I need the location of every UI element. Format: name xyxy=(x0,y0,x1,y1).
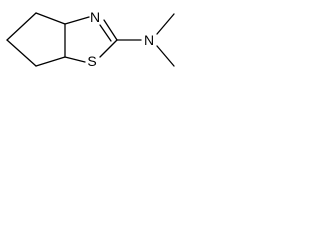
bond-s1-c6a xyxy=(64,56,86,63)
bond-n-methyl-upper xyxy=(156,13,175,35)
amine-nitrogen-label: N xyxy=(144,32,154,48)
ring-nitrogen-label: N xyxy=(90,9,100,25)
molecule-canvas: N S N xyxy=(0,0,190,81)
bond-n-methyl-lower xyxy=(156,45,175,67)
bond-n3-c2-double-inner xyxy=(99,24,112,42)
bond-c6-c6a xyxy=(35,56,66,67)
bond-c3a-n3 xyxy=(64,16,90,25)
structure-drawing: N S N xyxy=(6,9,175,69)
bond-c2-s1 xyxy=(99,39,118,58)
bond-c3a-c4 xyxy=(35,12,66,25)
bond-c5-c6 xyxy=(6,39,37,67)
bond-n3-c2-double-outer xyxy=(103,19,118,41)
bond-c4-c5 xyxy=(6,12,37,41)
sulfur-label: S xyxy=(87,53,96,69)
